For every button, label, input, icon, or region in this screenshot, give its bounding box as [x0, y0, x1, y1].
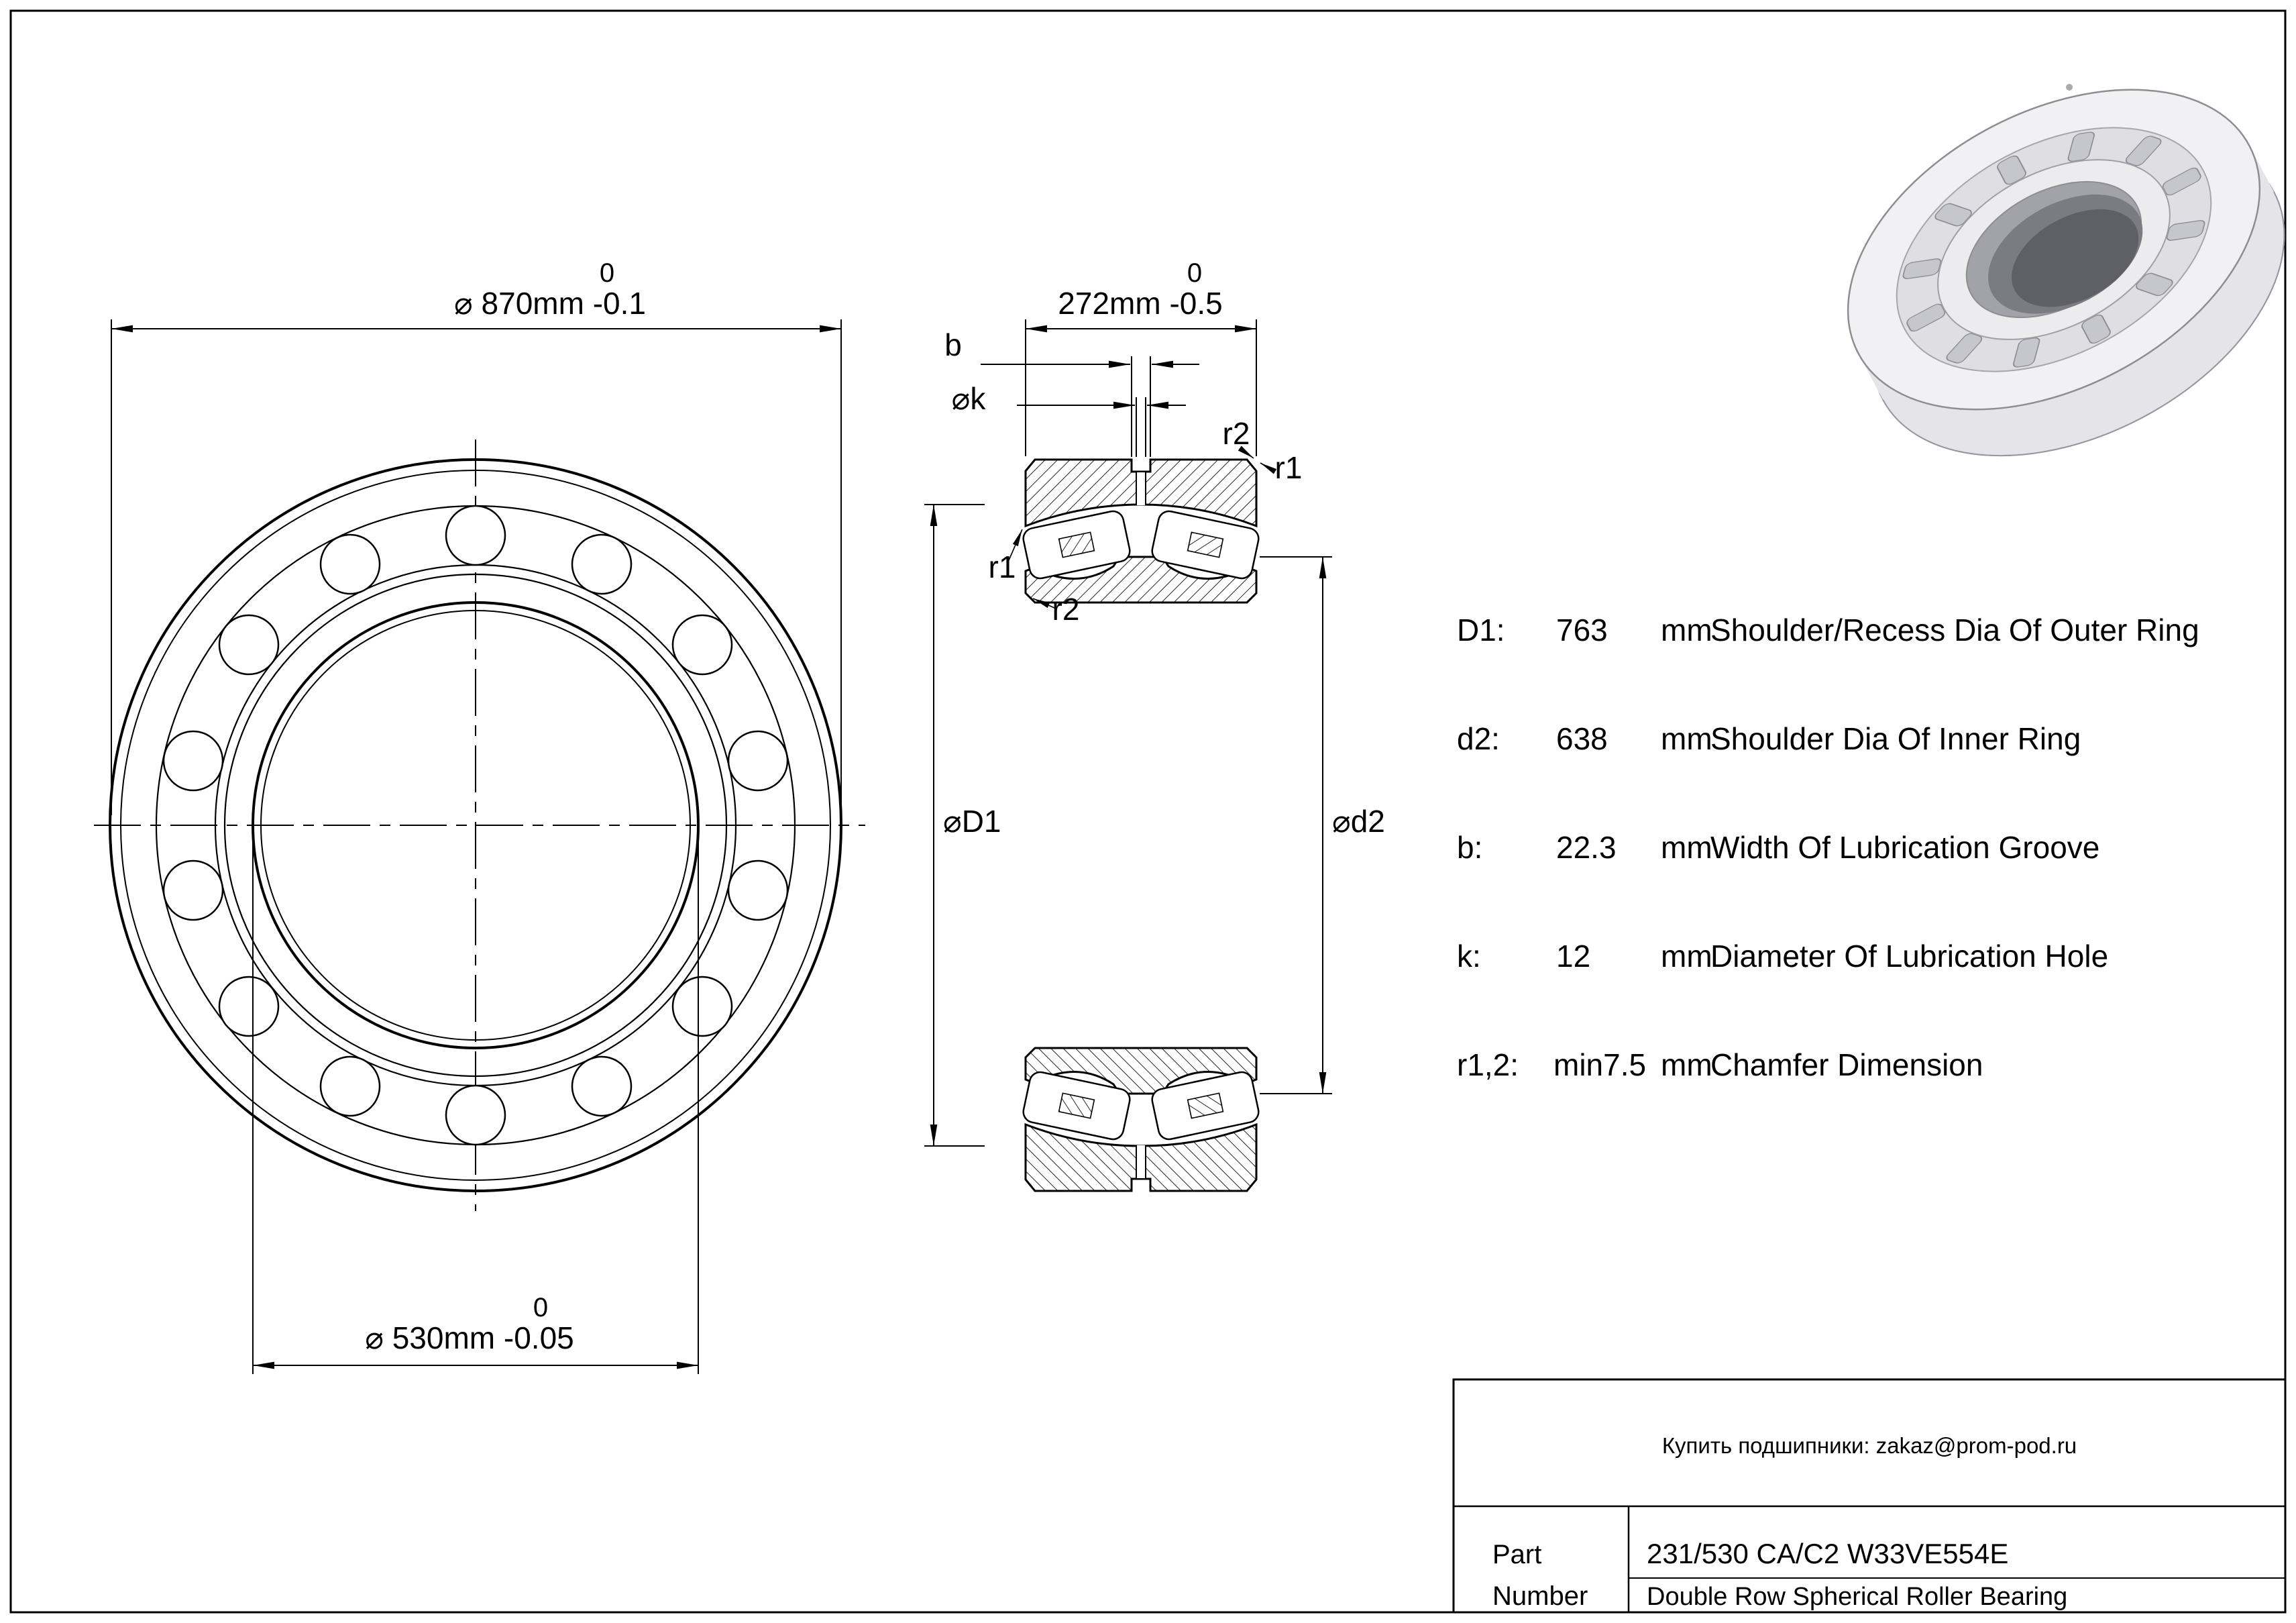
spec-name: k:	[1457, 939, 1481, 974]
spec-row: b: 22.3 mm Width Of Lubrication Groove	[1457, 830, 2099, 865]
page-border	[9, 9, 2287, 1614]
d1-label: ⌀D1	[943, 804, 1001, 839]
od-dimension-text: ⌀ 870mm -0.1	[454, 286, 646, 321]
cage-inner-circle	[223, 573, 728, 1078]
spec-description: Diameter Of Lubrication Hole	[1710, 939, 2108, 974]
rollers	[162, 505, 789, 1146]
r1-label-top: r1	[1275, 450, 1303, 485]
spec-description: Width Of Lubrication Groove	[1710, 830, 2099, 865]
bearing-3d-render	[1847, 89, 2285, 457]
bore-circle	[252, 601, 700, 1049]
spec-value: 638	[1556, 721, 1608, 756]
roller	[319, 1055, 381, 1117]
lubrication-hole	[1136, 472, 1146, 505]
spec-value: 22.3	[1556, 830, 1617, 865]
spec-description: Chamfer Dimension	[1710, 1047, 1983, 1082]
roller	[727, 859, 789, 921]
roller	[445, 505, 506, 566]
title-block-border	[1452, 1378, 2287, 1614]
bore-tolerance-text: 0	[533, 1293, 548, 1322]
section-dimensions: 0 272mm -0.5 b ⌀k r2 r1 r1 r2 ⌀D1 ⌀d2	[924, 258, 1385, 1147]
roller	[671, 614, 733, 676]
bearing-description: Double Row Spherical Roller Bearing	[1647, 1583, 2067, 1611]
cage-bar	[1058, 531, 1095, 558]
roller	[671, 976, 733, 1037]
spec-unit: mm	[1661, 721, 1712, 756]
outer-chamfer-circle	[120, 470, 831, 1181]
part-label-line2: Number	[1492, 1581, 1588, 1611]
roller-section-left	[1022, 510, 1131, 580]
section-lower-half	[1020, 1047, 1262, 1192]
spec-row: k: 12 mm Diameter Of Lubrication Hole	[1457, 939, 2108, 974]
roller	[445, 1084, 506, 1146]
bore-dimension-text: ⌀ 530mm -0.05	[365, 1320, 574, 1355]
roller	[319, 533, 381, 595]
part-label-line1: Part	[1492, 1540, 1541, 1569]
part-number: 231/530 CA/C2 W33VE554E	[1647, 1538, 2008, 1569]
render-speck	[2066, 84, 2073, 91]
spec-name: r1,2:	[1457, 1047, 1519, 1082]
roller	[162, 859, 224, 921]
spec-description: Shoulder Dia Of Inner Ring	[1710, 721, 2081, 756]
cage-bar	[1187, 531, 1224, 558]
spec-value: min7.5	[1553, 1047, 1646, 1082]
bore-chamfer-circle	[260, 610, 691, 1041]
spec-unit: mm	[1661, 939, 1712, 974]
roller-section-right	[1151, 510, 1260, 580]
front-view-dimensions: 0 ⌀ 870mm -0.1 0 ⌀ 530mm -0.05	[111, 258, 842, 1374]
r2-label-top: r2	[1223, 416, 1250, 451]
spec-name: b:	[1457, 830, 1482, 865]
spec-description: Shoulder/Recess Dia Of Outer Ring	[1710, 613, 2199, 647]
roller	[162, 730, 224, 792]
section-view	[1020, 458, 1262, 1192]
r2-label-left: r2	[1052, 592, 1080, 627]
d2-label: ⌀d2	[1332, 804, 1385, 839]
groove-width-label: b	[944, 327, 962, 362]
roller	[571, 1055, 633, 1117]
roller	[218, 614, 280, 676]
spec-unit: mm	[1661, 1047, 1712, 1082]
spec-table: D1: 763 mm Shoulder/Recess Dia Of Outer …	[1457, 613, 2199, 1082]
spec-name: d2:	[1457, 721, 1500, 756]
od-tolerance-text: 0	[600, 258, 614, 288]
hole-diameter-label: ⌀k	[952, 381, 987, 416]
spec-row: d2: 638 mm Shoulder Dia Of Inner Ring	[1457, 721, 2081, 756]
spec-row: D1: 763 mm Shoulder/Recess Dia Of Outer …	[1457, 613, 2199, 647]
roller	[727, 730, 789, 792]
width-tolerance-text: 0	[1187, 258, 1202, 288]
spec-name: D1:	[1457, 613, 1505, 647]
front-view	[94, 439, 865, 1211]
spec-value: 12	[1556, 939, 1590, 974]
spec-unit: mm	[1661, 613, 1712, 647]
r1-label-left: r1	[989, 549, 1016, 584]
section-upper-half	[1022, 458, 1260, 604]
outer-diameter-circle	[109, 458, 842, 1192]
title-block: Купить подшипники: zakaz@prom-pod.ru Par…	[1452, 1378, 2287, 1614]
contact-text: Купить подшипники: zakaz@prom-pod.ru	[1662, 1433, 2077, 1458]
spec-value: 763	[1556, 613, 1608, 647]
spec-unit: mm	[1661, 830, 1712, 865]
spec-row: r1,2: min7.5 mm Chamfer Dimension	[1457, 1047, 1983, 1082]
width-dimension-text: 272mm -0.5	[1058, 286, 1222, 321]
roller	[571, 533, 633, 595]
roller	[218, 976, 280, 1037]
